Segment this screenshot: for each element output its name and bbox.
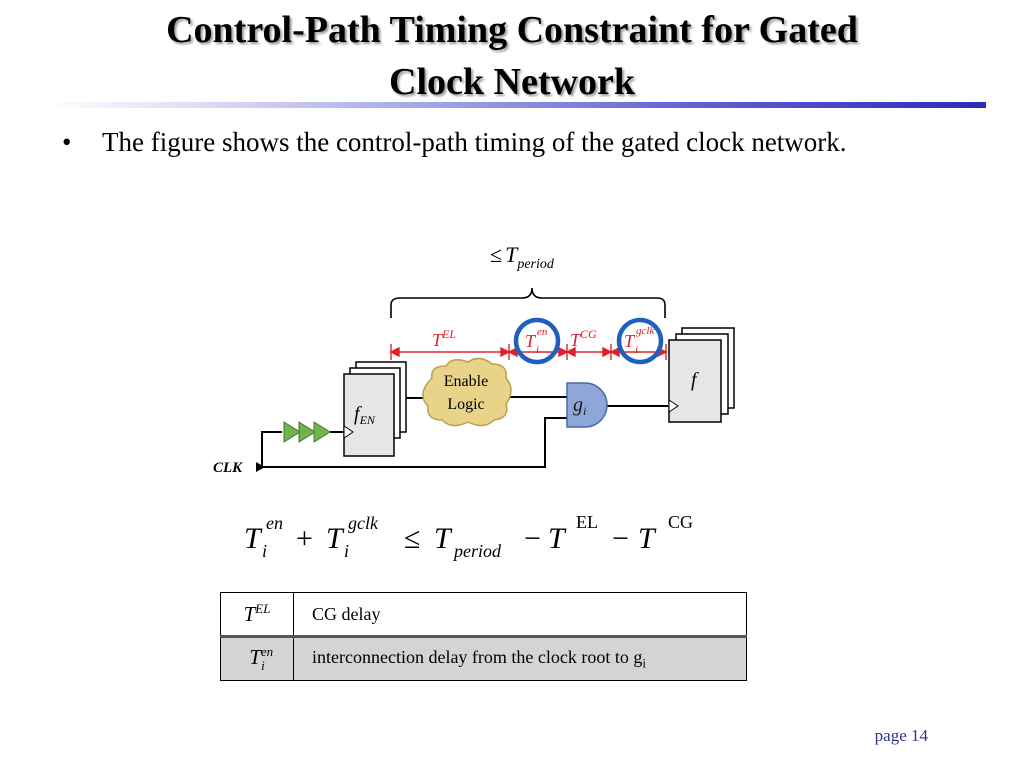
seg-label-gclk-t: T: [624, 331, 636, 351]
brace-label: ≤Tperiod: [490, 242, 555, 272]
and-gate-gi: gi: [566, 382, 608, 428]
eq-t1-sub: i: [262, 541, 267, 561]
legend-symbol-en-t: T: [249, 645, 261, 670]
eq-le: ≤: [404, 522, 420, 555]
legend-row: Teni interconnection delay from the cloc…: [220, 636, 747, 681]
clock-wires: [261, 396, 668, 468]
legend-row: TEL CG delay: [220, 592, 747, 638]
slide-title-line-1: Control-Path Timing Constraint for Gated: [166, 9, 858, 51]
seg-label-gclk-sup: gclk: [636, 325, 655, 337]
highlight-circle-en: [513, 317, 561, 365]
flip-flop-f: f: [668, 327, 735, 423]
seg-label-cg-t: T: [570, 330, 582, 350]
legend-desc-el: CG delay: [293, 592, 747, 638]
seg-label-gclk-sub: i: [635, 344, 638, 356]
seg-label-el-t: T: [432, 330, 444, 350]
fen-label: fEN: [354, 403, 376, 427]
eq-t4: T: [548, 522, 567, 555]
eq-t2-sub: i: [344, 541, 349, 561]
seg-label-en-sub: i: [536, 344, 539, 356]
eq-plus: +: [296, 522, 313, 555]
eq-minus-2: −: [612, 522, 629, 555]
clk-arrow-icon: [256, 462, 265, 472]
eq-t5: T: [638, 522, 657, 555]
eq-t3: T: [434, 522, 453, 555]
gate-sub: i: [583, 404, 586, 418]
enable-logic-line-1: Enable: [444, 373, 488, 390]
gate-g: g: [573, 394, 583, 416]
enable-logic-line-2: Logic: [447, 396, 484, 413]
eq-t2-sup: gclk: [348, 513, 379, 533]
legend-desc-en-text: interconnection delay from the clock roo…: [312, 646, 643, 667]
gate-label: gi: [573, 394, 586, 418]
legend-symbol-en: Teni: [220, 636, 294, 681]
seg-label-en-t: T: [525, 331, 537, 351]
seg-label-el-sup: EL: [441, 327, 456, 341]
legend-desc-en-sub: i: [642, 655, 647, 671]
eq-t1: T: [244, 522, 263, 555]
legend-symbol-el-t: T: [243, 602, 256, 626]
eq-t3-sub: period: [452, 541, 502, 561]
period-brace: [390, 287, 666, 318]
clock-buffers: [283, 421, 331, 443]
legend-symbol-en-sub: i: [261, 657, 265, 673]
fen-f: f: [354, 403, 362, 425]
eq-t1-sup: en: [266, 513, 283, 533]
page-number: page 14: [874, 726, 928, 745]
clk-label: CLK: [213, 460, 243, 476]
brace-label-sub: period: [516, 257, 555, 272]
seg-label-cg-sup: CG: [580, 327, 597, 341]
eq-t4-sup: EL: [576, 512, 598, 532]
fen-sub: EN: [359, 413, 376, 427]
eq-t2: T: [326, 522, 345, 555]
timing-equation: T en i + T gclk i ≤ T period − T EL − T …: [244, 512, 693, 561]
legend-symbol-el: TEL: [220, 592, 294, 638]
legend-symbol-en-sup: en: [260, 644, 274, 660]
seg-label-el: TEL: [432, 327, 456, 350]
eq-minus-1: −: [524, 522, 541, 555]
title-underline: [46, 102, 986, 108]
bullet-marker: •: [62, 127, 72, 157]
highlight-circle-gclk: [616, 317, 664, 365]
seg-label-en-sup: en: [537, 326, 548, 338]
enable-logic-cloud: Enable Logic: [422, 357, 512, 427]
legend-symbol-el-sup: EL: [255, 601, 271, 616]
ff-f-label: f: [691, 369, 699, 391]
legend-desc-en: interconnection delay from the clock roo…: [293, 636, 747, 681]
symbol-legend-table: TEL CG delay Teni interconnection delay …: [220, 592, 747, 681]
slide-title: Control-Path Timing Constraint for Gated…: [0, 4, 1024, 108]
flip-flop-fen: fEN: [343, 361, 407, 457]
brace-label-op: ≤: [490, 242, 502, 267]
brace-label-t: T: [505, 242, 519, 267]
bullet-text: The figure shows the control-path timing…: [102, 127, 847, 157]
slide-title-line-2: Clock Network: [389, 61, 635, 103]
seg-label-cg: TCG: [570, 327, 597, 350]
eq-t5-sup: CG: [668, 512, 693, 532]
